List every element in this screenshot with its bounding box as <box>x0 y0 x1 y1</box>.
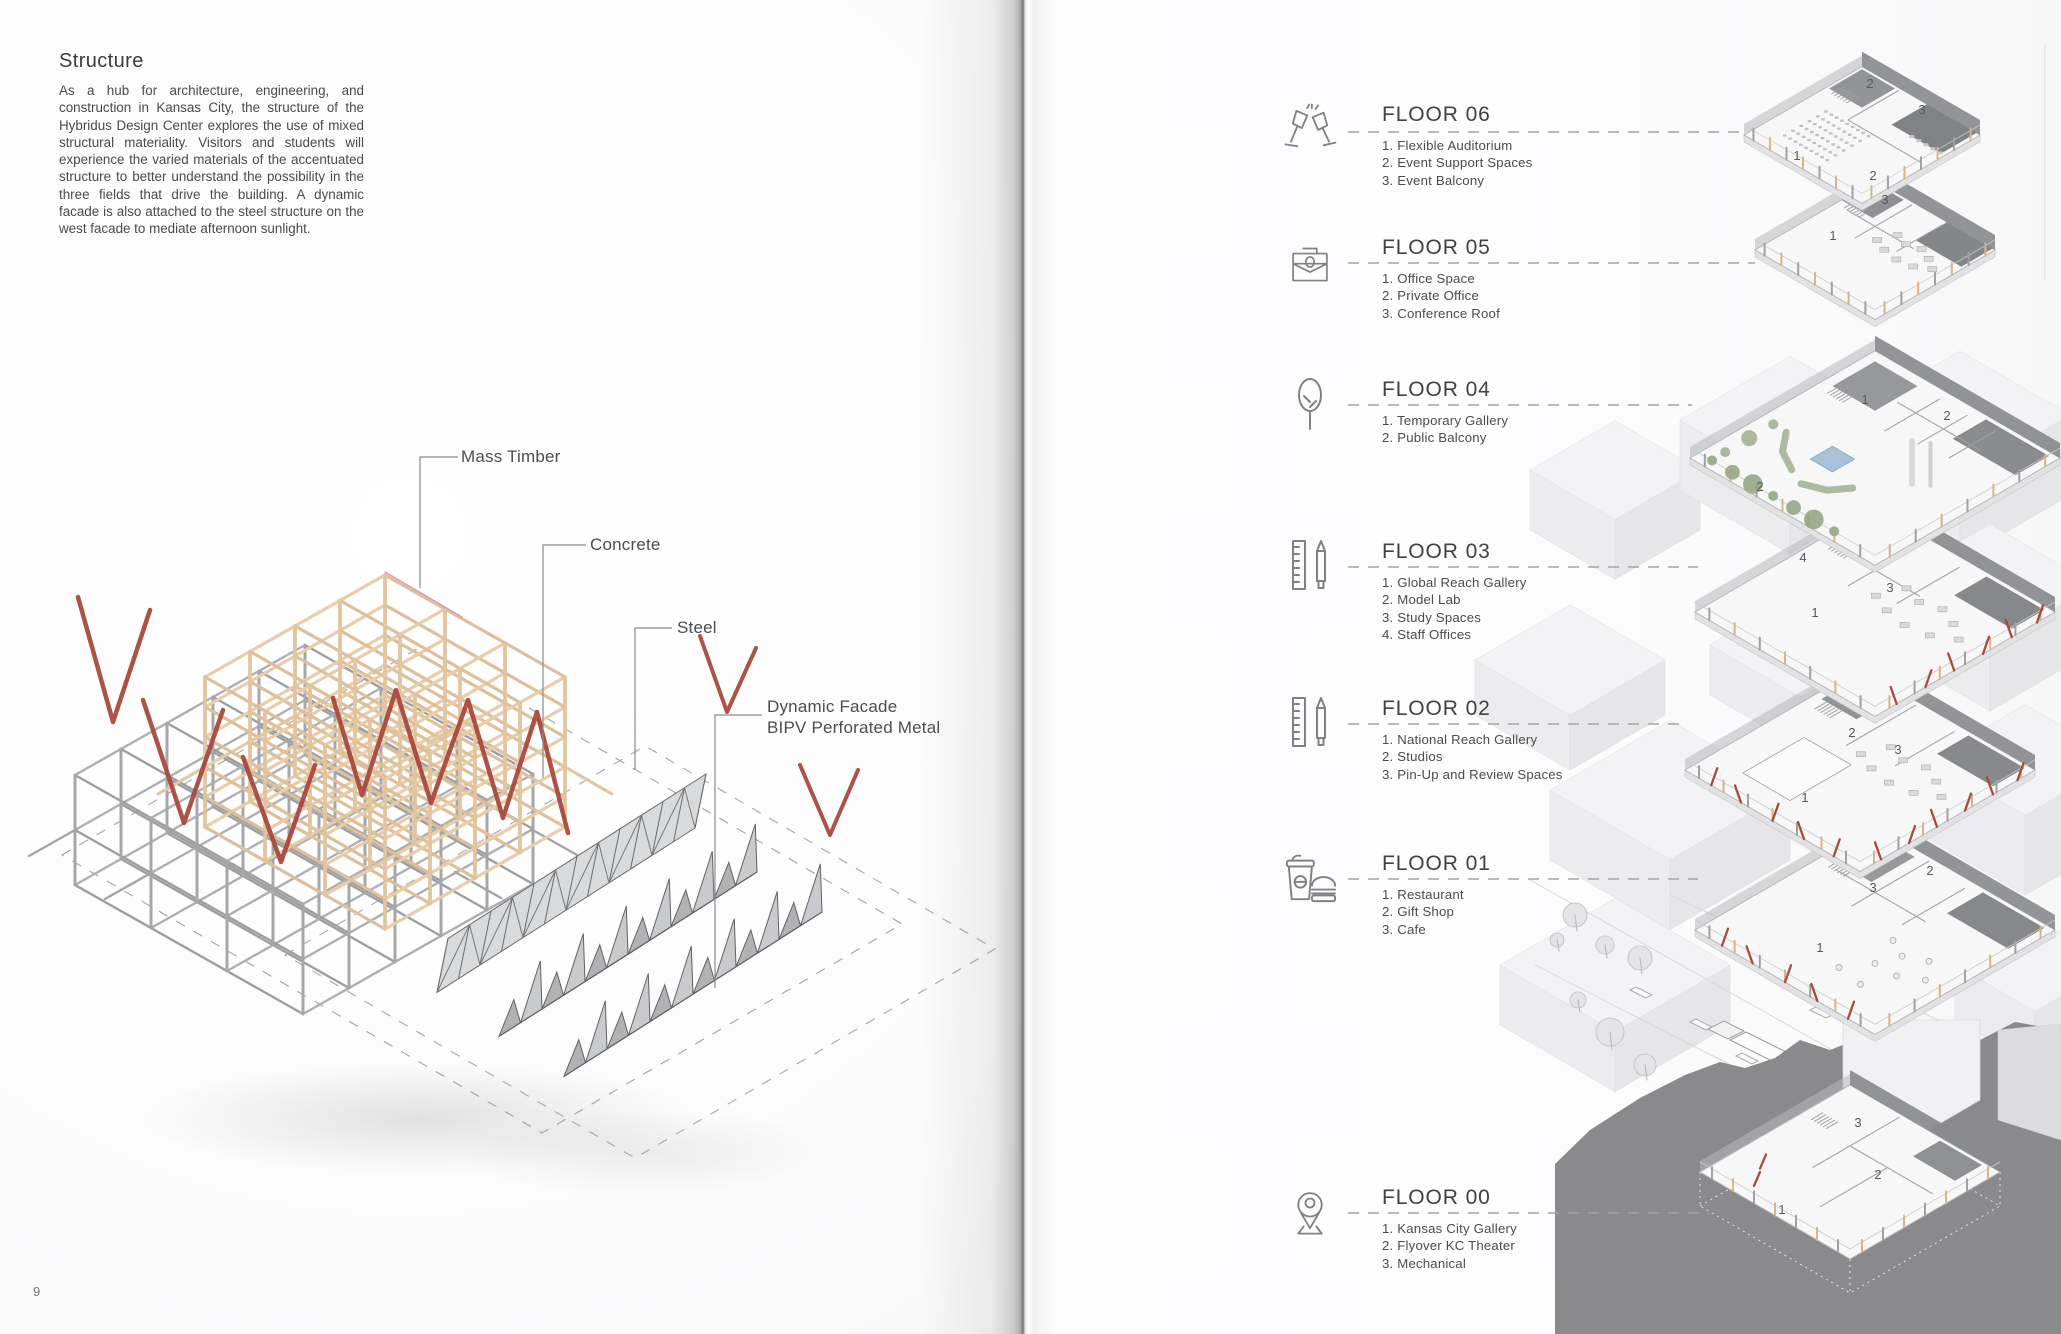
floor-title: FLOOR 00 <box>1382 1186 1491 1209</box>
leader-concrete <box>542 544 586 778</box>
svg-text:2: 2 <box>1869 168 1876 183</box>
page-title: Structure <box>59 50 144 72</box>
leader-lines <box>419 456 762 988</box>
right-page: 1 2 3 1 2 3 1 2 2 1 3 4 1 2 3 1 2 3 1 2 <box>1030 0 2061 1334</box>
floor-legend-04: FLOOR 04 1. Temporary Gallery 2. Public … <box>1278 375 1708 447</box>
plate-numbers: 1 2 3 1 2 3 1 2 2 1 3 4 1 2 3 1 2 3 1 2 <box>1756 76 1950 1217</box>
floor-item: 3. Event Balcony <box>1382 172 1485 188</box>
floor-item: 1. Temporary Gallery <box>1382 413 1509 428</box>
floor-item: 1. Global Reach Gallery <box>1382 575 1527 590</box>
label-concrete: Concrete <box>590 535 661 554</box>
floor-item: 3. Conference Roof <box>1382 305 1500 321</box>
floor-title: FLOOR 02 <box>1382 697 1491 720</box>
floor-legend-05: FLOOR 05 1. Office Space 2. Private Offi… <box>1278 233 1708 322</box>
left-page: Structure As a hub for architecture, eng… <box>0 0 1023 1334</box>
page-gutter <box>1014 0 1052 1334</box>
floor-title: FLOOR 01 <box>1382 852 1491 875</box>
floor-legend-01: FLOOR 01 1. Restaurant 2. Gift Shop 3. C… <box>1278 849 1708 938</box>
floor-item: 2. Studios <box>1382 749 1443 765</box>
floor-item: 1. Restaurant <box>1382 887 1464 902</box>
svg-text:3: 3 <box>1881 192 1888 207</box>
svg-text:1: 1 <box>1801 790 1808 805</box>
svg-text:4: 4 <box>1799 550 1806 565</box>
svg-text:1: 1 <box>1778 1202 1785 1217</box>
floor-title: FLOOR 04 <box>1382 378 1491 401</box>
briefcase-icon <box>1278 233 1342 291</box>
svg-text:2: 2 <box>1848 725 1855 740</box>
building-exploded-axon: 1 2 3 1 2 3 1 2 2 1 3 4 1 2 3 1 2 3 1 2 <box>1348 45 2061 1334</box>
floor-item: 2. Flyover KC Theater <box>1382 1238 1515 1254</box>
svg-text:1: 1 <box>1861 392 1868 407</box>
floor-item: 1. Kansas City Gallery <box>1382 1221 1517 1236</box>
label-steel: Steel <box>677 618 717 637</box>
floor-title: FLOOR 05 <box>1382 236 1491 259</box>
structure-exploded-axon-diagram <box>27 456 997 1194</box>
svg-text:3: 3 <box>1918 102 1925 117</box>
floor-item: 2. Gift Shop <box>1382 904 1455 920</box>
floor-legend-00: FLOOR 00 1. Kansas City Gallery 2. Flyov… <box>1278 1183 1708 1272</box>
svg-text:2: 2 <box>1866 76 1873 91</box>
svg-text:1: 1 <box>1816 940 1823 955</box>
svg-text:2: 2 <box>1943 408 1950 423</box>
svg-text:3: 3 <box>1886 580 1893 595</box>
intro-paragraph: As a hub for architecture, engineering, … <box>59 83 364 237</box>
floor-title: FLOOR 06 <box>1382 103 1491 126</box>
page-number: 9 <box>33 1284 41 1299</box>
svg-text:3: 3 <box>1869 880 1876 895</box>
floor-legend-06: FLOOR 06 1. Flexible Auditorium 2. Event… <box>1278 100 1708 189</box>
floor-item: 2. Event Support Spaces <box>1382 155 1533 171</box>
svg-text:1: 1 <box>1793 148 1800 163</box>
floor-item: 4. Staff Offices <box>1382 627 1472 643</box>
floor-item: 2. Public Balcony <box>1382 430 1487 446</box>
svg-text:2: 2 <box>1874 1167 1881 1182</box>
floor-item: 1. Flexible Auditorium <box>1382 138 1513 153</box>
cheers-icon <box>1278 100 1342 158</box>
ruler-pencil-icon <box>1278 537 1342 595</box>
floor-item: 2. Private Office <box>1382 288 1479 304</box>
floor-item: 2. Model Lab <box>1382 592 1461 608</box>
floor-title: FLOOR 03 <box>1382 540 1491 563</box>
ruler-pencil-icon <box>1278 694 1342 752</box>
svg-text:1: 1 <box>1811 605 1818 620</box>
floor-item: 1. National Reach Gallery <box>1382 732 1538 747</box>
floor-item: 3. Mechanical <box>1382 1255 1466 1271</box>
floor-item: 1. Office Space <box>1382 271 1475 286</box>
svg-text:2: 2 <box>1756 479 1763 494</box>
leader-dynamic-facade <box>714 714 762 988</box>
svg-text:1: 1 <box>1829 228 1836 243</box>
label-dynamic-facade: Dynamic Facade BIPV Perforated Metal <box>767 697 941 737</box>
label-mass-timber: Mass Timber <box>461 447 561 466</box>
svg-text:3: 3 <box>1854 1115 1861 1130</box>
floor-item: 3. Cafe <box>1382 921 1426 937</box>
svg-text:2: 2 <box>1926 863 1933 878</box>
leader-mass-timber <box>419 456 458 588</box>
floor-item: 3. Study Spaces <box>1382 609 1482 625</box>
floor-legend-03: FLOOR 03 1. Global Reach Gallery 2. Mode… <box>1278 537 1708 644</box>
leader-steel <box>634 627 672 770</box>
floor-legend-02: FLOOR 02 1. National Reach Gallery 2. St… <box>1278 694 1708 783</box>
svg-text:3: 3 <box>1894 742 1901 757</box>
map-pin-icon <box>1278 1183 1342 1241</box>
tree-icon <box>1278 375 1342 433</box>
floor-item: 3. Pin-Up and Review Spaces <box>1382 766 1563 782</box>
coffee-burger-icon <box>1278 849 1342 907</box>
